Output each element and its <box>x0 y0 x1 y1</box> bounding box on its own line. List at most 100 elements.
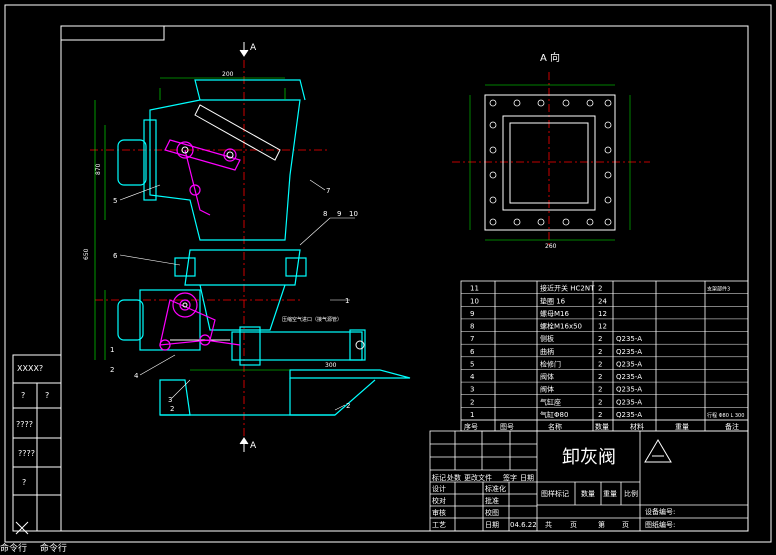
title-block <box>429 430 749 532</box>
bom-header-cell: 重量 <box>675 423 689 431</box>
tb-date: 04.6.22 <box>510 521 537 529</box>
dim-label-2: 650 <box>83 248 90 260</box>
bom-header-cell: 备注 <box>725 422 739 431</box>
callout-2: 2 <box>346 402 350 410</box>
tb-mark-1: 标准化 <box>485 484 506 493</box>
bom-cell-name: 检修门 <box>540 359 561 368</box>
callout-2c: 2 <box>110 366 114 374</box>
cross-mark-icon <box>15 521 29 535</box>
bom-cell-note: 支架部件3 <box>707 286 730 293</box>
bom-cell-qty: 2 <box>598 285 602 293</box>
tb-mark-4: 日期 <box>485 521 499 529</box>
bom-header-cell: 序号 <box>464 422 478 431</box>
bom-cell-material: Q235-A <box>616 360 642 368</box>
center-lines <box>90 60 650 440</box>
strip-text-2: ? <box>21 391 25 400</box>
strip-text-4: ???? <box>16 420 33 429</box>
bom-cell-material: Q235-A <box>616 335 642 343</box>
tb-sheet-2: 页 <box>570 521 577 529</box>
tb-right-field-1: 设备编号: <box>645 507 675 516</box>
callout-2b: 2 <box>170 405 174 413</box>
strip-text-1: XXXX? <box>17 364 43 373</box>
valve-body[interactable] <box>117 79 411 416</box>
dim-label-4: 300 <box>325 362 337 369</box>
bom-cell-no: 7 <box>470 335 474 343</box>
bom-cell-name: 气缸Φ80 <box>540 410 568 419</box>
bom-cell-qty: 12 <box>598 323 607 331</box>
section-mark-bottom: A <box>250 441 257 451</box>
tb-field-1: 图样标记 <box>541 489 569 498</box>
cylinder-note: 压缩空气进口（接气源管） <box>282 316 342 323</box>
bom-header-cell: 名称 <box>548 422 562 431</box>
drawing-title: 卸灰阀 <box>562 447 616 468</box>
tb-left-row-3: 更改文件 <box>464 473 492 482</box>
bom-cell-qty: 24 <box>598 297 607 305</box>
callout-leaders <box>119 179 355 411</box>
status-bar: 命令行 命令行 <box>0 544 776 555</box>
status-item-2[interactable]: 命令行 <box>39 544 67 554</box>
bom-cell-no: 11 <box>470 285 479 293</box>
callout-4: 4 <box>134 372 139 380</box>
callout-10: 10 <box>349 210 358 218</box>
a-view-dimensions <box>469 84 631 241</box>
a-view-flange[interactable] <box>484 94 616 231</box>
bom-cell-qty: 2 <box>598 335 602 343</box>
callout-3: 3 <box>168 396 172 404</box>
bom-cell-qty: 2 <box>598 386 602 394</box>
bom-cell-no: 1 <box>470 411 474 419</box>
bom-cell-qty: 2 <box>598 411 602 419</box>
strip-text-5: ???? <box>18 449 35 458</box>
tb-left-row-4: 签字 <box>503 473 517 482</box>
tb-field-4: 比例 <box>624 489 638 498</box>
dim-label-3: 870 <box>95 163 102 175</box>
bom-header-cell: 图号 <box>500 423 514 431</box>
tb-role-3: 审核 <box>432 508 446 517</box>
bom-cell-material: Q235-A <box>616 373 642 381</box>
arrow-down-icon <box>239 42 249 57</box>
warning-triangle-icon <box>644 439 672 463</box>
bom-cell-name: 曲柄 <box>540 347 554 356</box>
tb-sheet-4: 页 <box>622 521 629 529</box>
pin-bosses <box>181 146 365 350</box>
bom-cell-no: 6 <box>470 348 475 356</box>
tb-left-row-2: 处数 <box>447 473 461 482</box>
bom-cell-material: Q235-A <box>616 386 642 394</box>
bom-cell-material: Q235-A <box>616 411 642 419</box>
bom-cell-name: 螺母M16 <box>540 309 569 318</box>
bom-cell-name: 接近开关 HC2NT <box>540 284 595 293</box>
bom-header-cell: 数量 <box>595 422 609 431</box>
tb-field-3: 重量 <box>603 490 617 498</box>
bom-cell-name: 螺栓M16x50 <box>540 322 582 331</box>
tb-sheet-1: 共 <box>545 520 552 529</box>
bom-cell-name: 气缸座 <box>540 397 561 406</box>
callout-1b: 1 <box>110 346 114 354</box>
bom-cell-no: 5 <box>470 360 474 368</box>
arrow-up-icon <box>239 437 249 452</box>
status-item-1[interactable]: 命令行 <box>0 544 28 554</box>
strip-text-6: ? <box>22 478 26 487</box>
bom-header-cell: 材料 <box>630 422 644 431</box>
bolt-holes <box>489 99 612 226</box>
tb-role-2: 校对 <box>432 496 446 505</box>
bom-cell-material: Q235-A <box>616 348 642 356</box>
tb-left-row-1: 标记 <box>432 473 446 482</box>
callout-7: 7 <box>326 187 330 195</box>
bom-cell-name: 阀体 <box>540 372 554 381</box>
bom-cell-no: 10 <box>470 297 479 305</box>
tb-mark-2: 批准 <box>485 496 499 505</box>
tb-role-1: 设计 <box>432 484 446 493</box>
tb-role-4: 工艺 <box>432 521 446 529</box>
bom-cell-qty: 2 <box>598 398 602 406</box>
dim-label-5: 260 <box>545 243 557 250</box>
linkage-mechanism[interactable] <box>159 139 241 351</box>
view-label: A 向 <box>540 51 560 64</box>
bom-cell-no: 2 <box>470 398 474 406</box>
bom-cell-name: 垫圈 16 <box>540 296 566 305</box>
bom-cell-no: 8 <box>470 323 474 331</box>
bom-cell-name: 侧板 <box>540 334 554 343</box>
tb-field-2: 数量 <box>581 489 595 498</box>
bom-cell-qty: 2 <box>598 360 602 368</box>
tb-mark-3: 校图 <box>485 508 499 517</box>
